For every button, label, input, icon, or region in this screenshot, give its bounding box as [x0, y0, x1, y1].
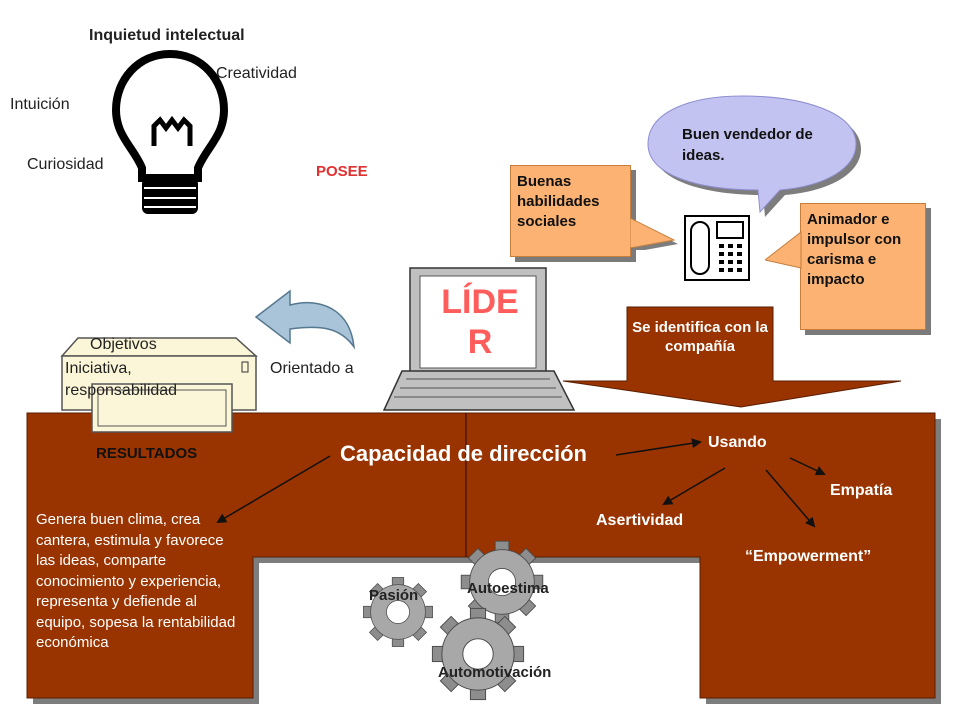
automotivacion-label: Automotivación: [438, 664, 552, 681]
note-animador-text: Animador e impulsor con carisma e impact…: [807, 211, 902, 288]
identifica-arrow: [562, 306, 902, 408]
note-habilidades: Buenas habilidades sociales: [510, 165, 631, 257]
asertividad-label: Asertividad: [596, 512, 684, 529]
resultados-label: RESULTADOS: [96, 445, 198, 462]
note-habilidades-text: Buenas habilidades sociales: [517, 173, 600, 230]
capacidad-label: Capacidad de dirección: [340, 441, 587, 466]
empatia-label: Empatía: [830, 482, 893, 499]
orientado-arrow: [254, 289, 356, 350]
note-animador-pointer: [765, 230, 802, 269]
sofa-icon: [60, 337, 258, 433]
label-curiosidad: Curiosidad: [27, 156, 104, 173]
note-habilidades-pointer: [630, 217, 678, 250]
pasion-label: Pasión: [369, 587, 419, 604]
speech-bubble: [647, 95, 861, 217]
computer-icon: [382, 267, 576, 411]
gears-icon: [363, 540, 544, 701]
label-creatividad: Creatividad: [216, 65, 297, 82]
bubble-text: Buen vendedor de ideas.: [682, 126, 813, 164]
note-animador: Animador e impulsor con carisma e impact…: [800, 203, 926, 330]
identifica-text: Se identifica con la compañía: [632, 319, 768, 355]
empowerment-label: “Empowerment”: [745, 548, 872, 565]
label-intuicion: Intuición: [10, 96, 70, 113]
orientado-label: Orientado a: [270, 360, 354, 377]
sofa-line1: Objetivos: [90, 336, 157, 353]
bulb-title: Inquietud intelectual: [89, 27, 245, 44]
sofa-line3: responsabilidad: [65, 382, 178, 399]
posee-label: POSEE: [316, 163, 368, 180]
usando-label: Usando: [708, 434, 767, 451]
sofa-line2: Iniciativa,: [65, 360, 132, 377]
autoestima-label: Autoestima: [467, 580, 549, 597]
telephone-icon: [684, 215, 750, 281]
lightbulb-icon: [111, 50, 229, 214]
lider-label: LÍDER: [441, 283, 519, 361]
genera-text: Genera buen clima, crea cantera, estimul…: [36, 511, 236, 651]
